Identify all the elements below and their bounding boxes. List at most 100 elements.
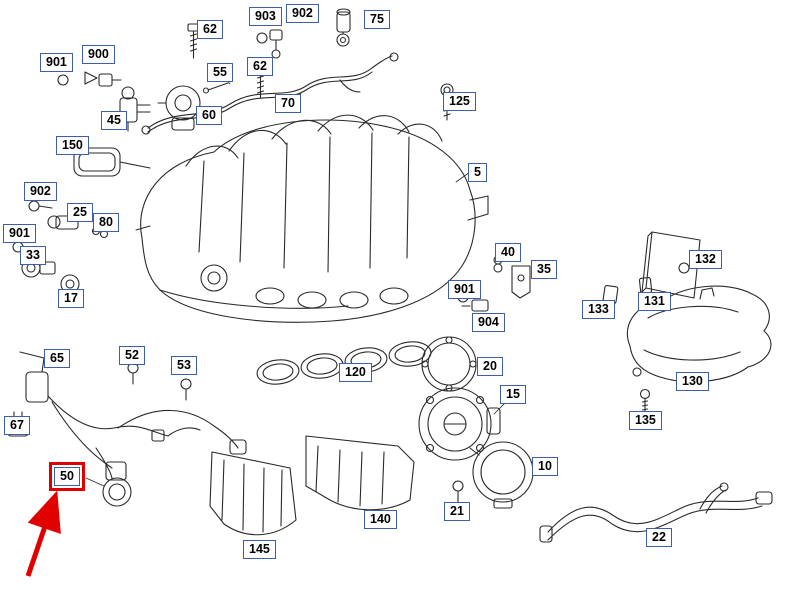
part-art-duct-140 <box>305 435 415 511</box>
part-number: 903 <box>255 9 276 23</box>
part-label-901[interactable]: 901 <box>3 224 36 243</box>
part-number: 52 <box>125 348 139 362</box>
part-number: 130 <box>682 374 703 388</box>
part-label-132[interactable]: 132 <box>689 250 722 269</box>
part-art-903-902 <box>256 29 283 59</box>
part-number: 140 <box>370 512 391 526</box>
part-number: 125 <box>449 94 470 108</box>
part-art-duct-145 <box>209 451 297 536</box>
part-art-intake-manifold <box>135 114 489 323</box>
part-number: 132 <box>695 252 716 266</box>
part-number: 900 <box>88 47 109 61</box>
part-number: 55 <box>213 65 227 79</box>
part-label-60[interactable]: 60 <box>196 106 222 125</box>
part-number: 5 <box>474 165 481 179</box>
part-label-145[interactable]: 145 <box>243 540 276 559</box>
part-number: 902 <box>30 184 51 198</box>
part-number: 70 <box>281 96 295 110</box>
part-number: 53 <box>177 358 191 372</box>
part-number: 65 <box>50 351 64 365</box>
part-number: 135 <box>635 413 656 427</box>
part-number: 45 <box>107 113 121 127</box>
part-label-40[interactable]: 40 <box>495 243 521 262</box>
part-label-125[interactable]: 125 <box>443 92 476 111</box>
part-number: 35 <box>537 262 551 276</box>
part-number: 60 <box>202 108 216 122</box>
part-number: 40 <box>501 245 515 259</box>
part-label-52[interactable]: 52 <box>119 346 145 365</box>
part-number: 15 <box>506 387 520 401</box>
part-label-80[interactable]: 80 <box>93 213 119 232</box>
part-label-50[interactable]: 50 <box>49 462 85 491</box>
part-label-120[interactable]: 120 <box>339 363 372 382</box>
part-label-65[interactable]: 65 <box>44 349 70 368</box>
part-art-901-900 <box>57 71 122 87</box>
part-number: 904 <box>478 315 499 329</box>
part-label-133[interactable]: 133 <box>582 300 615 319</box>
part-label-904[interactable]: 904 <box>472 313 505 332</box>
part-label-21[interactable]: 21 <box>444 502 470 521</box>
part-art-45 <box>119 86 151 132</box>
part-number: 17 <box>64 291 78 305</box>
part-number: 75 <box>370 12 384 26</box>
part-number: 33 <box>26 248 40 262</box>
part-label-5[interactable]: 5 <box>468 163 487 182</box>
part-label-15[interactable]: 15 <box>500 385 526 404</box>
part-art-bolt-62a <box>187 23 200 59</box>
part-label-55[interactable]: 55 <box>207 63 233 82</box>
part-label-75[interactable]: 75 <box>364 10 390 29</box>
part-art-55 <box>202 82 229 94</box>
part-art-60 <box>157 85 201 131</box>
part-art-gasket-20 <box>421 336 477 392</box>
part-label-131[interactable]: 131 <box>638 292 671 311</box>
part-label-45[interactable]: 45 <box>101 111 127 130</box>
part-number: 62 <box>203 22 217 36</box>
part-number: 20 <box>483 359 497 373</box>
part-number: 902 <box>292 6 313 20</box>
part-number: 80 <box>99 215 113 229</box>
part-number: 10 <box>538 459 552 473</box>
part-art-gasket-120 <box>256 341 432 385</box>
part-number: 67 <box>10 418 24 432</box>
part-number: 150 <box>62 138 83 152</box>
part-number: 22 <box>652 530 666 544</box>
part-label-70[interactable]: 70 <box>275 94 301 113</box>
part-label-62[interactable]: 62 <box>247 57 273 76</box>
part-number: 120 <box>345 365 366 379</box>
part-art-150 <box>73 147 151 177</box>
part-number: 131 <box>644 294 665 308</box>
part-label-17[interactable]: 17 <box>58 289 84 308</box>
part-number: 25 <box>73 205 87 219</box>
part-label-25[interactable]: 25 <box>67 203 93 222</box>
part-number: 901 <box>46 55 67 69</box>
part-label-33[interactable]: 33 <box>20 246 46 265</box>
part-number: 21 <box>450 504 464 518</box>
part-number: 145 <box>249 542 270 556</box>
part-number: 62 <box>253 59 267 73</box>
part-label-902[interactable]: 902 <box>24 182 57 201</box>
part-label-901[interactable]: 901 <box>448 280 481 299</box>
part-label-903[interactable]: 903 <box>249 7 282 26</box>
part-art-throttle-body-15 <box>418 387 501 461</box>
part-label-900[interactable]: 900 <box>82 45 115 64</box>
part-label-22[interactable]: 22 <box>646 528 672 547</box>
part-label-67[interactable]: 67 <box>4 416 30 435</box>
part-label-902[interactable]: 902 <box>286 4 319 23</box>
part-label-901[interactable]: 901 <box>40 53 73 72</box>
part-art-bolt-135 <box>639 388 651 413</box>
part-label-150[interactable]: 150 <box>56 136 89 155</box>
annotation-arrow <box>25 490 61 577</box>
part-label-10[interactable]: 10 <box>532 457 558 476</box>
part-number: 133 <box>588 302 609 316</box>
part-label-62[interactable]: 62 <box>197 20 223 39</box>
part-art-75 <box>336 8 351 47</box>
part-number: 901 <box>9 226 30 240</box>
part-label-20[interactable]: 20 <box>477 357 503 376</box>
part-label-130[interactable]: 130 <box>676 372 709 391</box>
part-label-135[interactable]: 135 <box>629 411 662 430</box>
part-label-53[interactable]: 53 <box>171 356 197 375</box>
part-label-140[interactable]: 140 <box>364 510 397 529</box>
part-label-35[interactable]: 35 <box>531 260 557 279</box>
